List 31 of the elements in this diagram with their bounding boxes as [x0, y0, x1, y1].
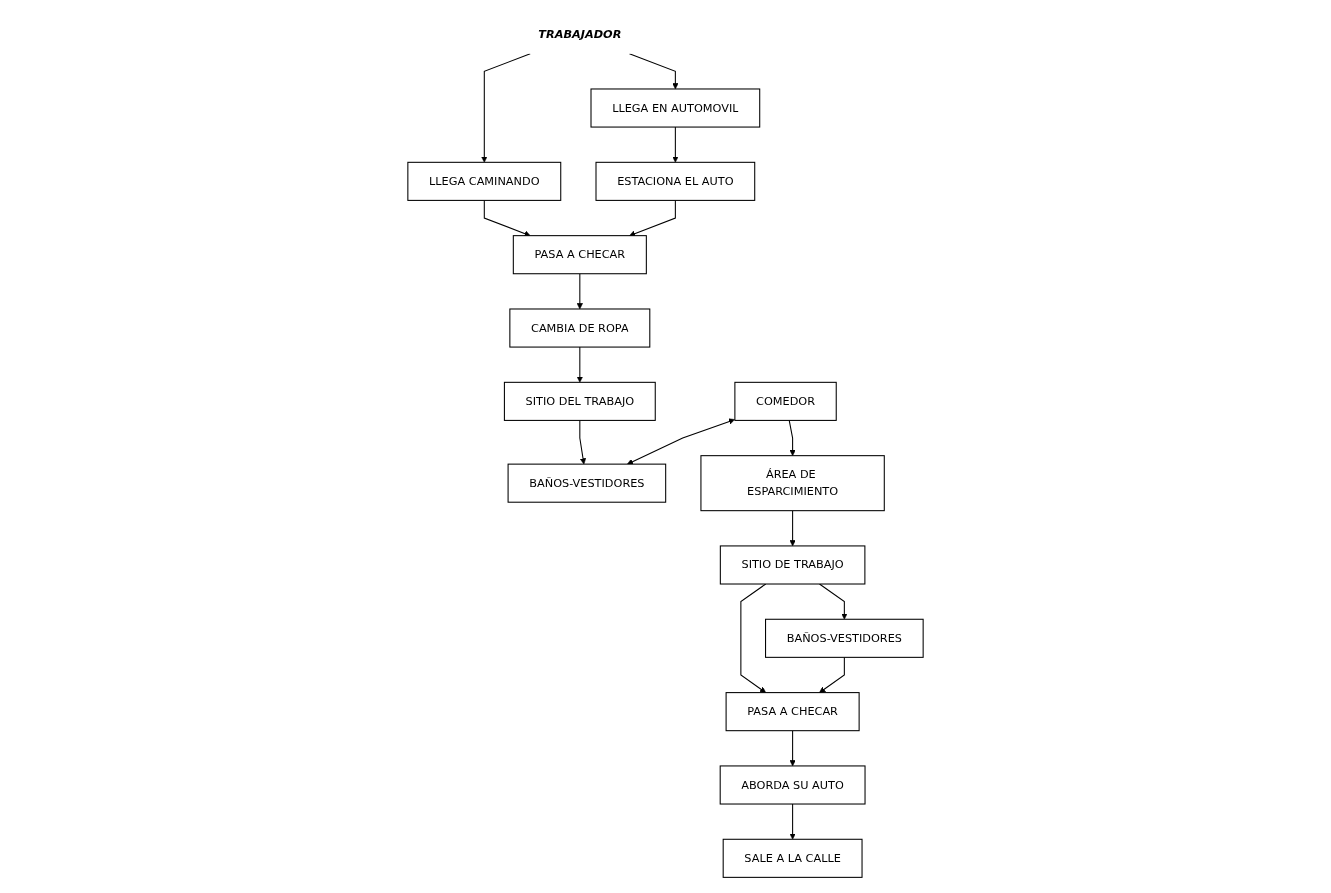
arrow	[483, 199, 531, 237]
arrow	[629, 199, 676, 237]
node-box: LLEGA CAMINANDO	[407, 161, 562, 201]
node-box: ESTACIONA EL AUTO	[595, 161, 756, 201]
node-box: SALE A LA CALLE	[722, 838, 863, 878]
arrow	[481, 53, 531, 163]
node-box: SITIO DEL TRABAJO	[503, 381, 656, 421]
node-box: PASA A CHECAR	[725, 692, 860, 732]
arrow	[789, 803, 796, 840]
arrow	[819, 656, 845, 693]
arrow	[576, 273, 583, 310]
node-box: SITIO DE TRABAJO	[719, 545, 866, 585]
node-box: COMEDOR	[734, 381, 837, 421]
arrow	[789, 510, 796, 547]
arrow	[789, 730, 796, 767]
arrow	[576, 346, 583, 383]
arrow	[672, 126, 679, 163]
arrow	[579, 419, 587, 465]
arrow	[740, 583, 767, 693]
node-box: PASA A CHECAR	[512, 235, 647, 275]
arrow	[628, 53, 679, 90]
node-box: BAÑOS-VESTIDORES	[507, 463, 667, 503]
node-box: ABORDA SU AUTO	[719, 765, 866, 805]
arrow	[627, 418, 735, 465]
arrow	[818, 583, 848, 620]
arrow	[788, 419, 796, 456]
node-box: CAMBIA DE ROPA	[509, 308, 651, 348]
node-box: BAÑOS-VESTIDORES	[765, 618, 924, 658]
node-box: LLEGA EN AUTOMOVIL	[590, 88, 761, 128]
node-box: ÁREA DE ESPARCIMIENTO	[700, 455, 885, 512]
node-text: TRABAJADOR	[538, 27, 622, 42]
